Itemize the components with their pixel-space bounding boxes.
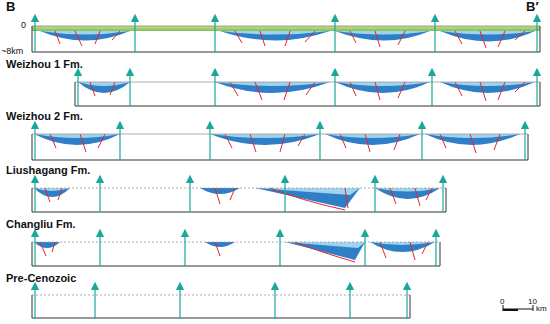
section-end-label: B′ bbox=[526, 0, 539, 15]
section-liushagang bbox=[32, 179, 446, 212]
stage-label: Weizhou 2 Fm. bbox=[6, 110, 83, 123]
section-weizhou1 bbox=[75, 72, 540, 106]
stage-label: Weizhou 1 Fm. bbox=[6, 58, 83, 71]
depth-label: 0 bbox=[21, 20, 26, 30]
scale-label: km bbox=[536, 304, 547, 313]
depth-label: ~8km bbox=[1, 46, 23, 56]
section-present bbox=[32, 18, 540, 52]
section-pre-cenozoic bbox=[32, 286, 410, 318]
scale-label: 10 bbox=[528, 297, 537, 306]
section-changliu bbox=[32, 233, 440, 266]
scale-label: 0 bbox=[500, 297, 504, 306]
stage-label: Pre-Cenozoic bbox=[6, 272, 76, 285]
stage-label: Changliu Fm. bbox=[6, 218, 76, 231]
section-weizhou2 bbox=[32, 125, 528, 160]
section-end-label: B bbox=[6, 0, 15, 15]
stage-label: Liushagang Fm. bbox=[6, 164, 90, 177]
